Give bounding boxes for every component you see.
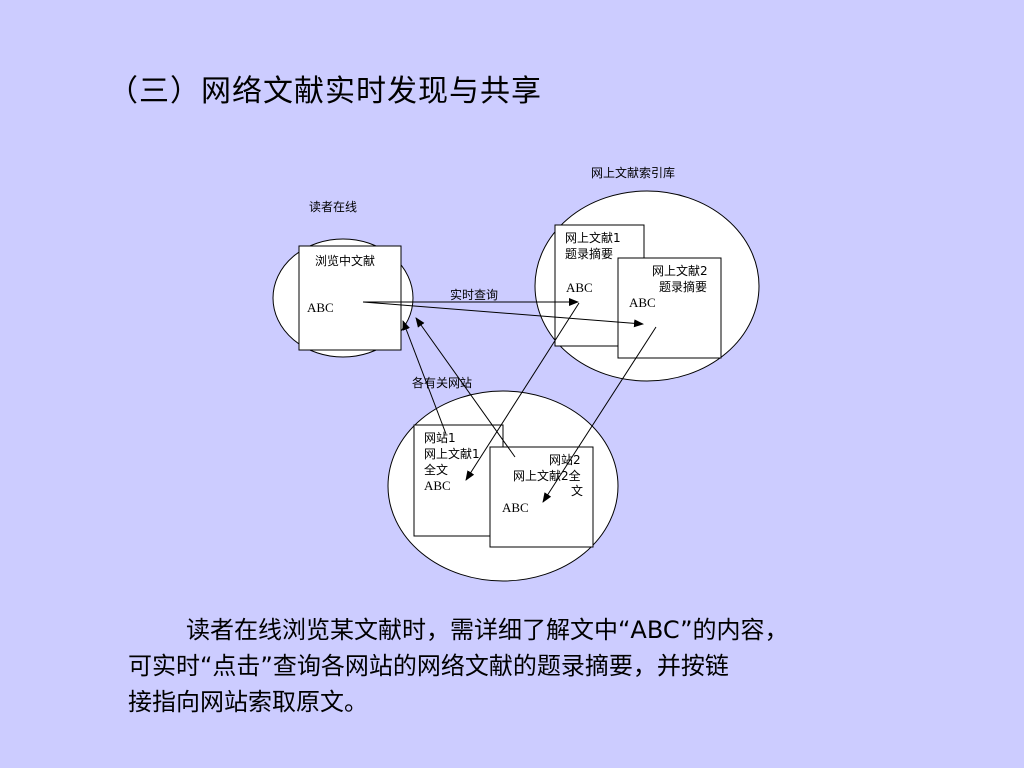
description-line-2: 可实时“点击”查询各网站的网络文献的题录摘要，并按链	[128, 652, 729, 680]
reader-online-label: 读者在线	[309, 200, 357, 214]
index-doc2-abc: ABC	[629, 295, 656, 310]
site1-line3: 全文	[424, 462, 448, 477]
reader-document-box	[298, 245, 402, 351]
link-arrow-doc1-to-site1	[465, 302, 580, 481]
return-arrow-site2-to-reader	[415, 317, 516, 458]
slide-title: （三）网络文献实时发现与共享	[108, 74, 542, 109]
site2-line3: 文	[571, 483, 583, 498]
sites-label: 各有关网站	[412, 375, 472, 390]
site2-line2: 网上文献2全	[513, 468, 581, 483]
index-doc1-line2: 题录摘要	[565, 246, 613, 261]
description-line-1: 读者在线浏览某文献时，需详细了解文中“ABC”的内容，	[186, 616, 789, 644]
query-arrow-to-doc2	[362, 301, 644, 328]
site2-line1: 网站2	[549, 453, 581, 467]
site1-line2: 网上文献1	[424, 446, 480, 461]
index-doc2-line2: 题录摘要	[659, 279, 707, 294]
description-paragraph: 读者在线浏览某文献时，需详细了解文中“ABC”的内容， 可实时“点击”查询各网站…	[128, 612, 928, 720]
site1-line1: 网站1	[424, 431, 456, 445]
index-doc2-box	[617, 257, 722, 359]
return-arrow-site1-to-reader	[402, 320, 447, 435]
index-doc1-abc: ABC	[566, 280, 593, 295]
index-doc1-line1: 网上文献1	[565, 230, 621, 245]
index-doc2-line1: 网上文献2	[652, 263, 708, 278]
reader-abc-text: ABC	[307, 300, 334, 315]
link-arrow-doc2-to-site2	[542, 326, 657, 503]
site2-abc: ABC	[502, 500, 529, 515]
index-library-label: 网上文献索引库	[591, 165, 675, 180]
reader-document-title: 浏览中文献	[315, 253, 375, 268]
site2-box	[489, 446, 594, 548]
description-line-3: 接指向网站索取原文。	[128, 688, 368, 716]
realtime-query-label: 实时查询	[450, 287, 498, 302]
site1-abc: ABC	[424, 478, 451, 493]
